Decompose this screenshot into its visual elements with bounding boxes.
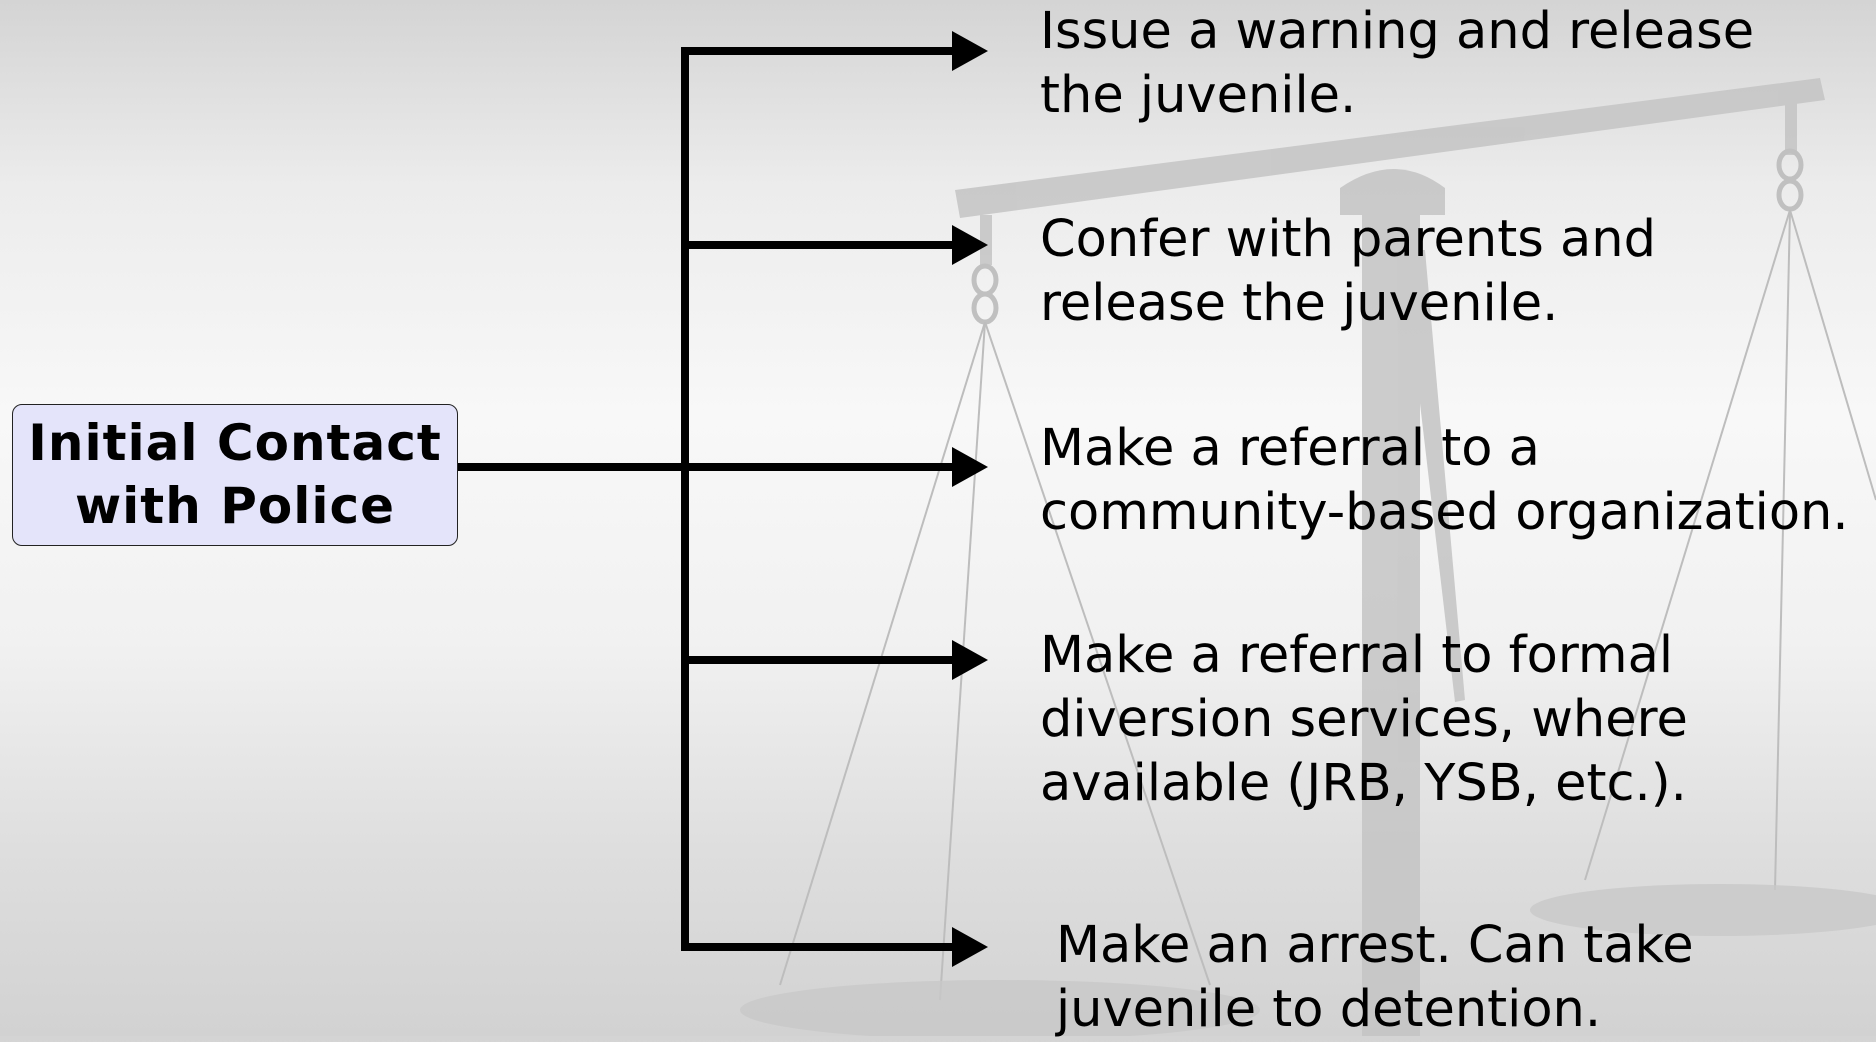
outcome-community-referral: Make a referral to a community-based org…	[1040, 419, 1849, 542]
arrowhead-5	[952, 927, 988, 967]
outcome-warning-release: Issue a warning and release the juvenile…	[1040, 2, 1755, 125]
arrowhead-4	[952, 640, 988, 680]
arrowhead-2	[952, 225, 988, 265]
arrowhead-1	[952, 31, 988, 71]
initial-contact-box: Initial Contact with Police	[12, 404, 458, 546]
outcome-arrest: Make an arrest. Can take juvenile to det…	[1056, 916, 1694, 1039]
outcome-diversion-referral: Make a referral to formal diversion serv…	[1040, 626, 1688, 813]
arrowhead-3	[952, 447, 988, 487]
outcome-confer-parents: Confer with parents and release the juve…	[1040, 210, 1656, 333]
source-line-1: Initial Contact	[28, 414, 442, 472]
source-line-2: with Police	[74, 477, 396, 535]
